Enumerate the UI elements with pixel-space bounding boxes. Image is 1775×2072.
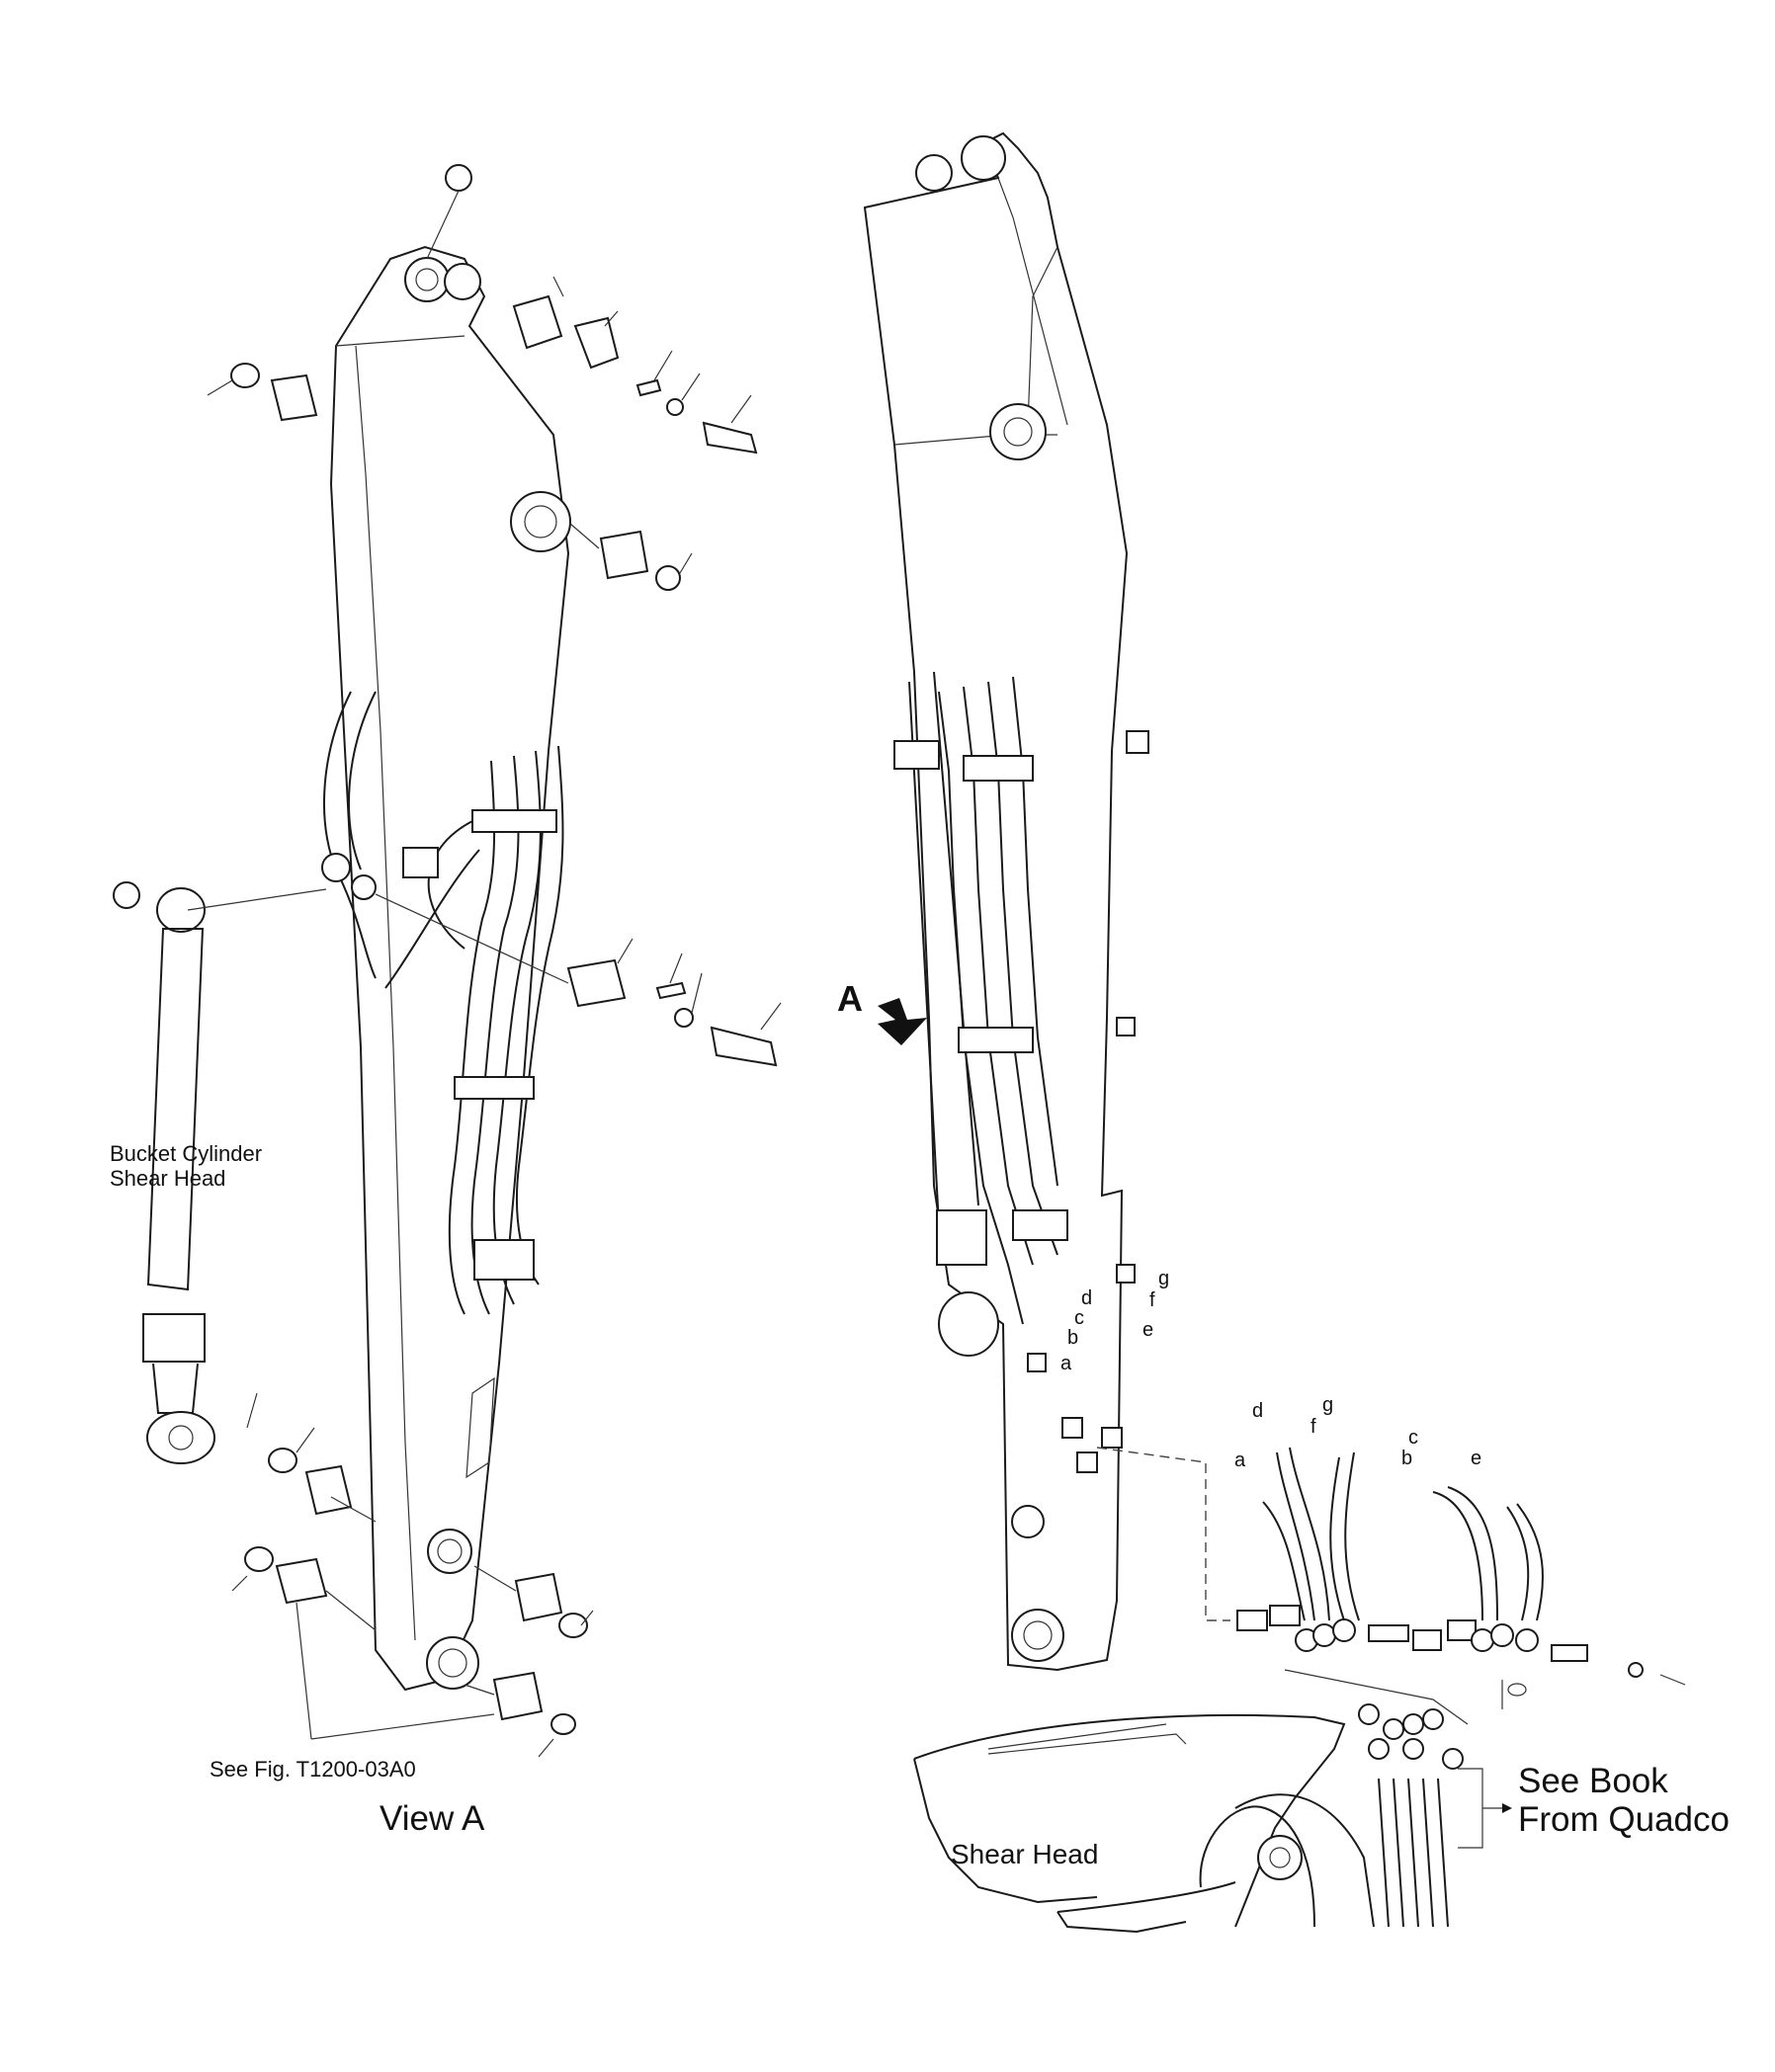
hose-letter: a [1060,1353,1072,1374]
see-book-label: See Book [1518,1762,1668,1800]
shear-head-label: Shear Head [951,1839,1099,1869]
view-a-label: View A [380,1799,485,1838]
hose-letter: c [1408,1427,1418,1449]
exploded-parts-left [113,164,778,1735]
bucket-cylinder-label: Bucket Cylinder [110,1141,263,1166]
leader-lines-left [187,190,782,1758]
hose-letter: e [1471,1448,1482,1469]
hose-letter: b [1067,1327,1079,1349]
bucket-cylinder-sublabel: Shear Head [110,1166,226,1191]
see-fig-label: See Fig. T1200-03A0 [210,1757,416,1782]
shear-head-drawing [913,1713,1449,1934]
callout-arrow-icon [878,998,927,1045]
hose-letter: g [1322,1394,1334,1416]
hose-letter: c [1074,1307,1084,1329]
hose-letter: d [1252,1400,1264,1422]
hose-detail [1236,1447,1686,1849]
arm-left [321,245,571,1692]
hose-letter: d [1081,1287,1093,1309]
hose-letter: e [1142,1319,1154,1341]
hose-letter: b [1401,1448,1413,1469]
see-book-sublabel: From Quadco [1518,1800,1730,1839]
hose-letter: f [1149,1289,1155,1311]
hose-letter: a [1234,1450,1246,1471]
hose-letter: f [1310,1416,1316,1438]
view-a-arrow-label: A [837,978,863,1019]
arm-right [863,131,1230,1672]
hose-letter: g [1158,1268,1170,1289]
